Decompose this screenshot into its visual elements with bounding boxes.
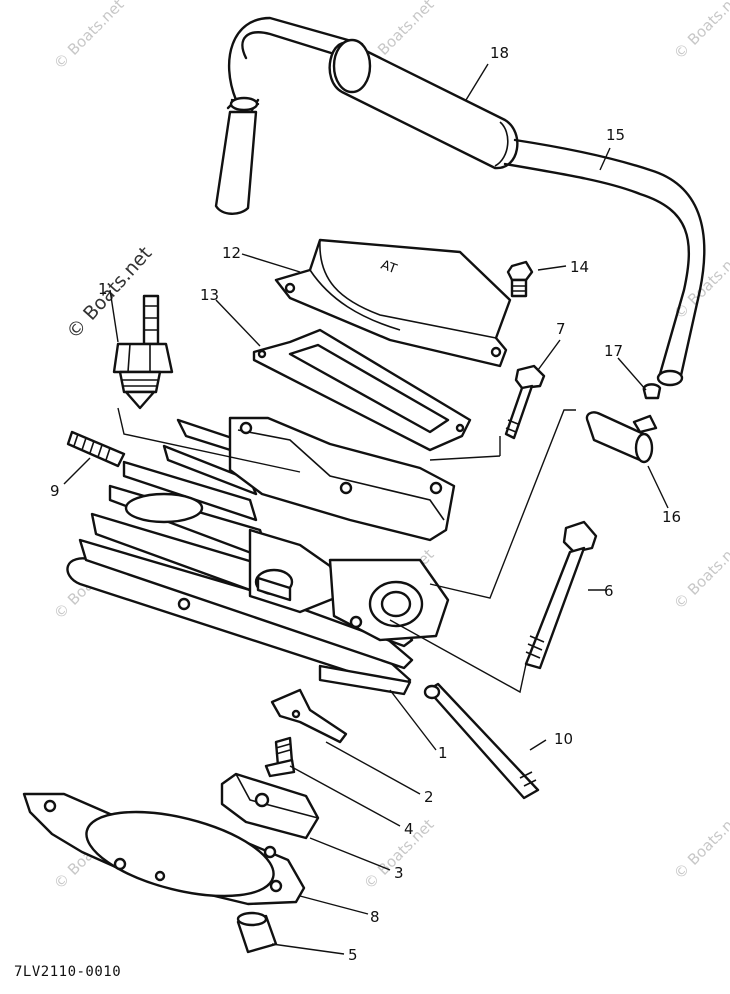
callout-18: 18 xyxy=(490,44,509,62)
callouts: 18 15 12 13 14 7 17 16 6 10 1 2 4 3 8 5 … xyxy=(14,44,681,980)
cylinder-head-cover: AT xyxy=(274,238,512,368)
dowel-5 xyxy=(236,911,278,954)
spark-plug xyxy=(112,294,174,410)
callout-17: 17 xyxy=(604,342,623,360)
bracket-3 xyxy=(220,772,320,840)
callout-2: 2 xyxy=(424,788,434,806)
callout-15: 15 xyxy=(606,126,625,144)
pipe-10 xyxy=(423,682,540,800)
cover-gasket xyxy=(252,328,472,452)
watermark: © Boats.net xyxy=(670,535,730,613)
callout-13: 13 xyxy=(200,286,219,304)
stud-bolt xyxy=(66,430,126,468)
callout-1b: 1 xyxy=(438,744,448,762)
cylinder-head xyxy=(66,416,456,696)
fitting-16 xyxy=(585,411,658,464)
leader-lines xyxy=(63,63,669,955)
watermark: © Boats.net xyxy=(670,0,730,63)
hose-clamp-17 xyxy=(642,383,662,400)
head-gasket xyxy=(22,792,306,906)
callout-8: 8 xyxy=(370,908,380,926)
watermark: © Boats.net xyxy=(50,0,128,73)
callout-7: 7 xyxy=(556,320,566,338)
bolt-6 xyxy=(524,520,598,670)
callout-5: 5 xyxy=(348,946,358,964)
callout-6: 6 xyxy=(604,582,614,600)
drawing-code: 7LV2110-0010 xyxy=(14,964,121,980)
callout-4: 4 xyxy=(404,820,414,838)
callout-1a: 1 xyxy=(98,280,108,298)
callout-16: 16 xyxy=(662,508,681,526)
bolt-4 xyxy=(264,736,296,778)
callout-14: 14 xyxy=(570,258,589,276)
watermark: © Boats.net xyxy=(670,805,730,883)
callout-12: 12 xyxy=(222,244,241,262)
muffler-hose-assembly xyxy=(214,16,706,387)
cover-embossing: AT xyxy=(379,258,399,278)
plate-2 xyxy=(270,688,348,744)
callout-10: 10 xyxy=(554,730,573,748)
watermark-dark: © Boats.net xyxy=(62,242,156,343)
bolt-7 xyxy=(504,364,546,440)
bolt-14 xyxy=(506,260,534,298)
callout-9: 9 xyxy=(50,482,60,500)
callout-3: 3 xyxy=(394,864,404,882)
